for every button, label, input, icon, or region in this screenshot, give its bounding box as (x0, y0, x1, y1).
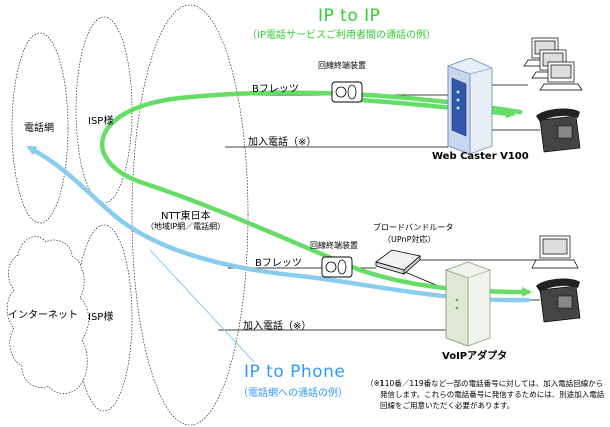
kanyu-top-label: 加入電話（※） (248, 133, 316, 148)
onu-top-label: 回線終端装置 (318, 60, 366, 71)
ip-to-ip-subtitle: （IP電話サービスご利用者間の通話の例） (247, 26, 436, 41)
broadband-router-label: ブロードバンドルータ (373, 222, 453, 233)
isp-bottom-label: ISP様 (88, 308, 113, 323)
internet-label: インターネット (8, 306, 78, 321)
ip-to-phone-title: IP to Phone (244, 362, 345, 382)
webcaster-v100-device (448, 58, 492, 154)
telephone-network-label: 電話網 (24, 119, 54, 134)
onu-top-device (332, 82, 362, 102)
broadband-router (376, 250, 420, 274)
ip-to-ip-title: IP to IP (318, 6, 380, 26)
upnp-label: （UPnP対応） (383, 234, 435, 245)
voip-adapter-label: VoIPアダプタ (442, 347, 507, 362)
bflets-bottom-label: Bフレッツ (255, 254, 302, 269)
ntt-east-label: NTT東日本 (161, 207, 211, 222)
ntt-east-sublabel: （地域IP網／電話網） (146, 221, 225, 232)
footnote-mark: （※） (366, 378, 387, 389)
pc-stack-top (524, 38, 582, 90)
footnote: （※） 110番／119番など一部の電話番号に対しては、加入電話回線から発信しま… (366, 378, 606, 411)
phone-top (536, 109, 580, 152)
isp-top-label: ISP様 (88, 112, 113, 127)
webcaster-label: Web Caster V100 (432, 151, 529, 162)
phone-bottom (536, 279, 580, 322)
ip-to-phone-subtitle: （電話網への通話の例） (238, 384, 348, 399)
bflets-top-label: Bフレッツ (252, 80, 299, 95)
onu-bottom-label: 回線終端装置 (310, 240, 358, 251)
kanyu-bottom-label: 加入電話（※） (243, 317, 311, 332)
footnote-text: 110番／119番など一部の電話番号に対しては、加入電話回線から発信します。これ… (380, 378, 606, 411)
pc-bottom (532, 236, 578, 268)
onu-bottom-device (322, 257, 352, 277)
voip-adapter-device (446, 262, 490, 346)
